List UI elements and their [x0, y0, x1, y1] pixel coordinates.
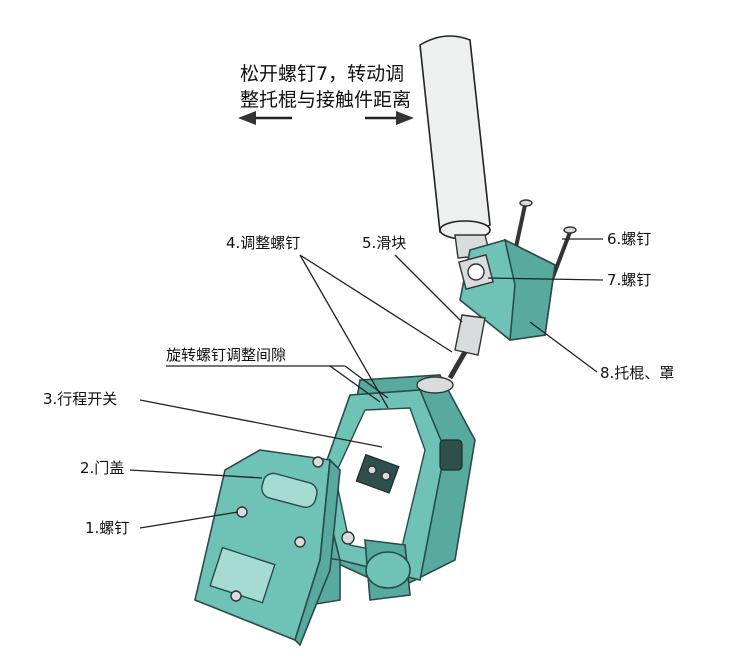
- instruction-line2: 整托棍与接触件距离: [240, 89, 411, 111]
- label-travel-switch: 3.行程开关: [43, 390, 117, 408]
- slider: [447, 314, 486, 380]
- door-cover: [194, 449, 341, 647]
- label-rotate-gap: 旋转螺钉调整间隙: [166, 346, 286, 364]
- label-adjust-screw: 4.调整螺钉: [226, 234, 300, 252]
- switch-body: [319, 374, 476, 591]
- instruction-line1: 松开螺钉7，转动调: [240, 63, 404, 85]
- label-screw-6: 6.螺钉: [607, 230, 651, 248]
- roller-lever: [419, 35, 491, 259]
- label-roller-cover: 8.托棍、罩: [600, 364, 674, 382]
- roller-cover: [457, 238, 556, 341]
- label-screw-7: 7.螺钉: [607, 271, 651, 289]
- label-slider: 5.滑块: [362, 234, 406, 252]
- arrow-left-icon: [238, 111, 292, 125]
- label-door-cover: 2.门盖: [80, 459, 124, 477]
- arrow-right-icon: [365, 111, 414, 125]
- label-screw-1: 1.螺钉: [85, 519, 129, 537]
